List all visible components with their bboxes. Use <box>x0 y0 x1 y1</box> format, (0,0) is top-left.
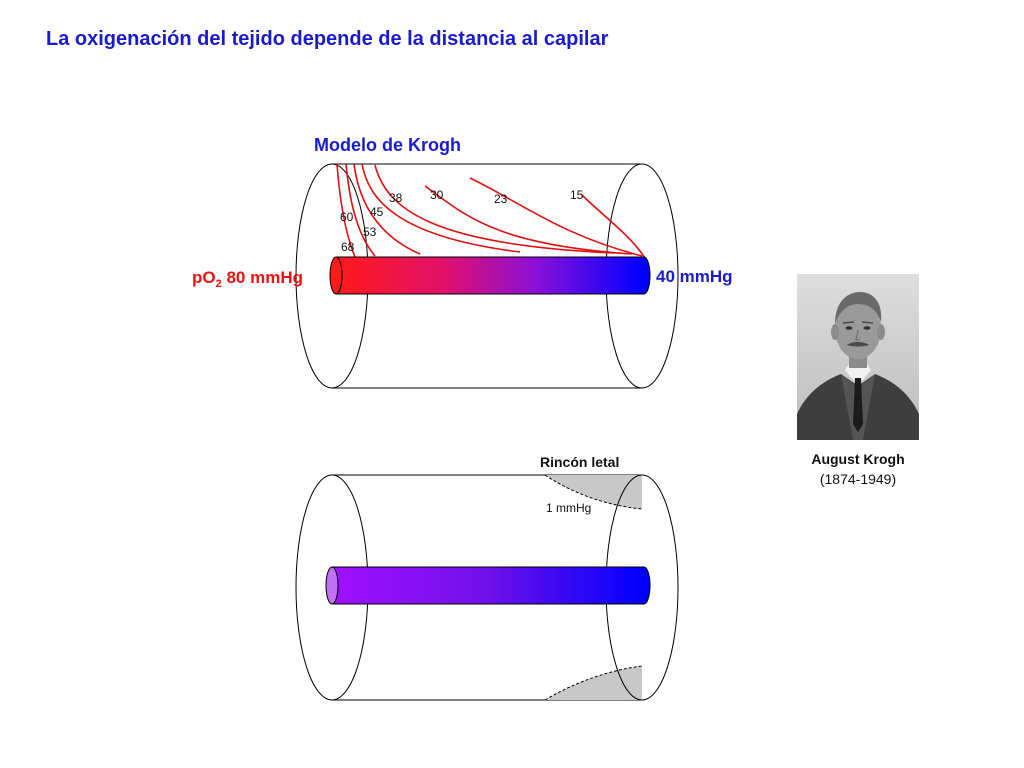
capillary-bottom-inlet <box>325 566 339 605</box>
portrait-image <box>797 274 919 440</box>
portrait-photo <box>797 274 919 440</box>
isobar-23 <box>469 177 643 257</box>
krogh-cylinder-top: 68 60 53 45 38 30 23 15 <box>295 163 679 389</box>
portrait-name: August Krogh <box>811 451 905 467</box>
isobar-68 <box>336 163 356 258</box>
model-label: Modelo de Krogh <box>314 135 461 155</box>
lethal-zone-top <box>545 475 642 509</box>
portrait-years: (1874-1949) <box>819 471 897 487</box>
isobar-lines <box>336 163 646 259</box>
isobar-30 <box>424 185 633 255</box>
capillary-bottom-outlet <box>643 566 651 605</box>
capillary-bottom-body <box>332 567 644 604</box>
capillary-bottom <box>325 566 651 605</box>
isobar-60 <box>345 163 376 257</box>
capillary-top-outlet <box>643 256 651 295</box>
lethal-boundary-top <box>544 474 643 510</box>
isobar-label-60: 60 <box>340 210 354 224</box>
isobar-label-68: 68 <box>341 240 355 254</box>
isobar-label-45: 45 <box>370 205 384 219</box>
capillary-top-inlet <box>329 256 343 295</box>
isobar-45 <box>361 163 521 253</box>
isobar-53 <box>353 163 421 255</box>
outlet-pressure-label: 40 mmHg <box>656 267 733 286</box>
isobar-label-30: 30 <box>430 188 444 202</box>
capillary-top <box>329 256 651 295</box>
isobar-label-38: 38 <box>389 191 403 205</box>
lethal-zone-bottom <box>545 666 642 700</box>
slide-title: La oxigenación del tejido depende de la … <box>46 28 609 50</box>
isobar-labels: 68 60 53 45 38 30 23 15 <box>340 188 584 254</box>
lethal-boundary-bottom <box>544 665 643 701</box>
isobar-label-23: 23 <box>494 192 508 206</box>
lethal-pressure-label: 1 mmHg <box>546 501 591 515</box>
isobar-label-53: 53 <box>363 225 377 239</box>
isobar-38 <box>374 164 616 254</box>
isobar-15 <box>581 194 646 259</box>
isobar-label-15: 15 <box>570 188 584 202</box>
inlet-pressure-label: pO2 80 mmHg <box>192 268 303 290</box>
lethal-corner-cylinder <box>295 474 679 701</box>
capillary-top-body <box>336 257 644 294</box>
lethal-corner-label: Rincón letal <box>540 454 619 470</box>
